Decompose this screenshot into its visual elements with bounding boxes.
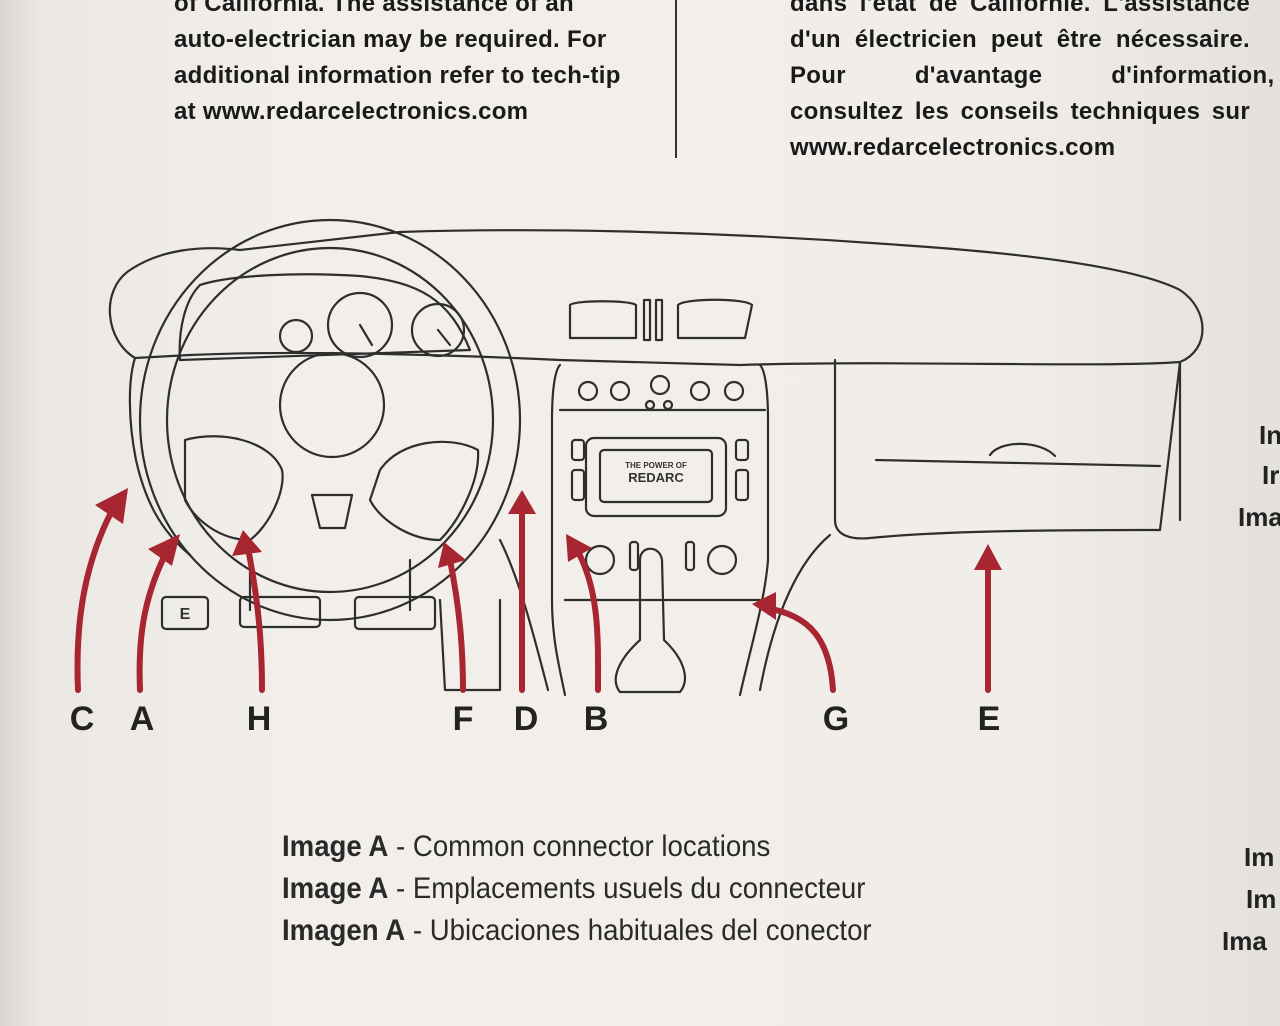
steering-wheel-inner [165,246,495,594]
column-divider [675,0,677,158]
cropped-text: Im [1244,842,1275,872]
gauge-tach [410,302,466,358]
radio-unit [584,436,728,518]
spoke-right [368,440,480,542]
dashboard-lower-left [128,356,192,557]
glovebox-handle [988,442,1057,458]
arrow-f [447,557,466,693]
arrowhead-e [974,544,1002,570]
centre-vent-left [568,300,638,340]
arrow-b [573,545,602,693]
caption-label: Image A [282,872,389,905]
cropped-text: Ima [1222,926,1267,956]
pedal-left [160,595,210,631]
caption-spanish: Imagen A - Ubicaciones habituales del co… [282,914,872,948]
centre-vent-right [676,298,754,340]
caption-text: Emplacements usuels du connecteur [412,872,866,905]
arrowhead-g [752,592,776,620]
caption-label: Imagen A [282,914,406,947]
arrowhead-h [232,530,262,556]
location-label-c: C [69,700,95,738]
text-line: at www.redarcelectronics.com [174,98,529,125]
dashboard-outline [108,229,1204,367]
arrow-g [763,605,836,693]
cropped-text: Ima [1238,502,1280,532]
spoke-bottom [310,493,354,530]
text-line: auto-electrician may be required. For [174,26,607,53]
location-label-h: H [246,700,272,738]
caption-sep: - [388,872,413,905]
pedal-accel [353,595,437,631]
radio-brand: REDARC [628,470,684,485]
location-label-f: F [452,700,474,738]
arrowhead-d [508,490,536,514]
arrow-c [74,502,118,693]
arrow-a [136,552,168,693]
location-label-e: E [977,700,1001,738]
text-line: of California. The assistance of an [174,0,574,17]
arrowhead-f [438,542,466,568]
steering-wheel-outer [138,218,522,622]
gauge-speed [326,291,394,359]
pedal-label: E [180,606,191,623]
radio-tagline: THE POWER OF [625,461,687,470]
location-label-b: B [583,700,609,738]
caption-sep: - [405,914,430,947]
installation-note-english: of California. The assistance of an auto… [174,0,644,130]
location-label-a: A [129,700,155,738]
caption-sep: - [388,830,413,863]
gauge-small [278,318,314,354]
text-line: additional information refer to tech-tip [174,62,621,89]
arrowhead-b [566,534,592,562]
cropped-text: In [1259,420,1280,450]
caption-text: Ubicaciones habituales del conector [429,914,872,947]
caption-text: Common connector locations [412,830,771,863]
arrowhead-a [148,534,180,566]
text-line: Pour d'avantage d'information, [790,62,1275,89]
steering-hub [278,351,386,459]
cropped-text: Im [1246,884,1277,914]
text-line: consultez les conseils techniques sur [790,98,1250,125]
location-label-d: D [513,700,539,738]
caption-english: Image A - Common connector locations [282,830,770,864]
caption-french: Image A - Emplacements usuels du connect… [282,872,865,906]
gear-lever [614,547,687,694]
cluster-hood [178,273,472,362]
text-line: dans l'état de Californie. L'assistance [790,0,1250,17]
glovebox [833,358,1182,540]
cropped-text: Ir [1262,460,1280,490]
installation-note-french: dans l'état de Californie. L'assistance … [790,0,1275,166]
arrow-h [245,545,265,693]
text-line: www.redarcelectronics.com [790,134,1116,161]
spoke-left [183,435,284,542]
centre-console [550,363,770,697]
pedal-brake [238,595,322,629]
text-line: d'un électricien peut être nécessaire. [790,26,1250,53]
arrowhead-c [95,488,128,524]
caption-label: Image A [282,830,389,863]
location-label-g: G [822,700,850,738]
